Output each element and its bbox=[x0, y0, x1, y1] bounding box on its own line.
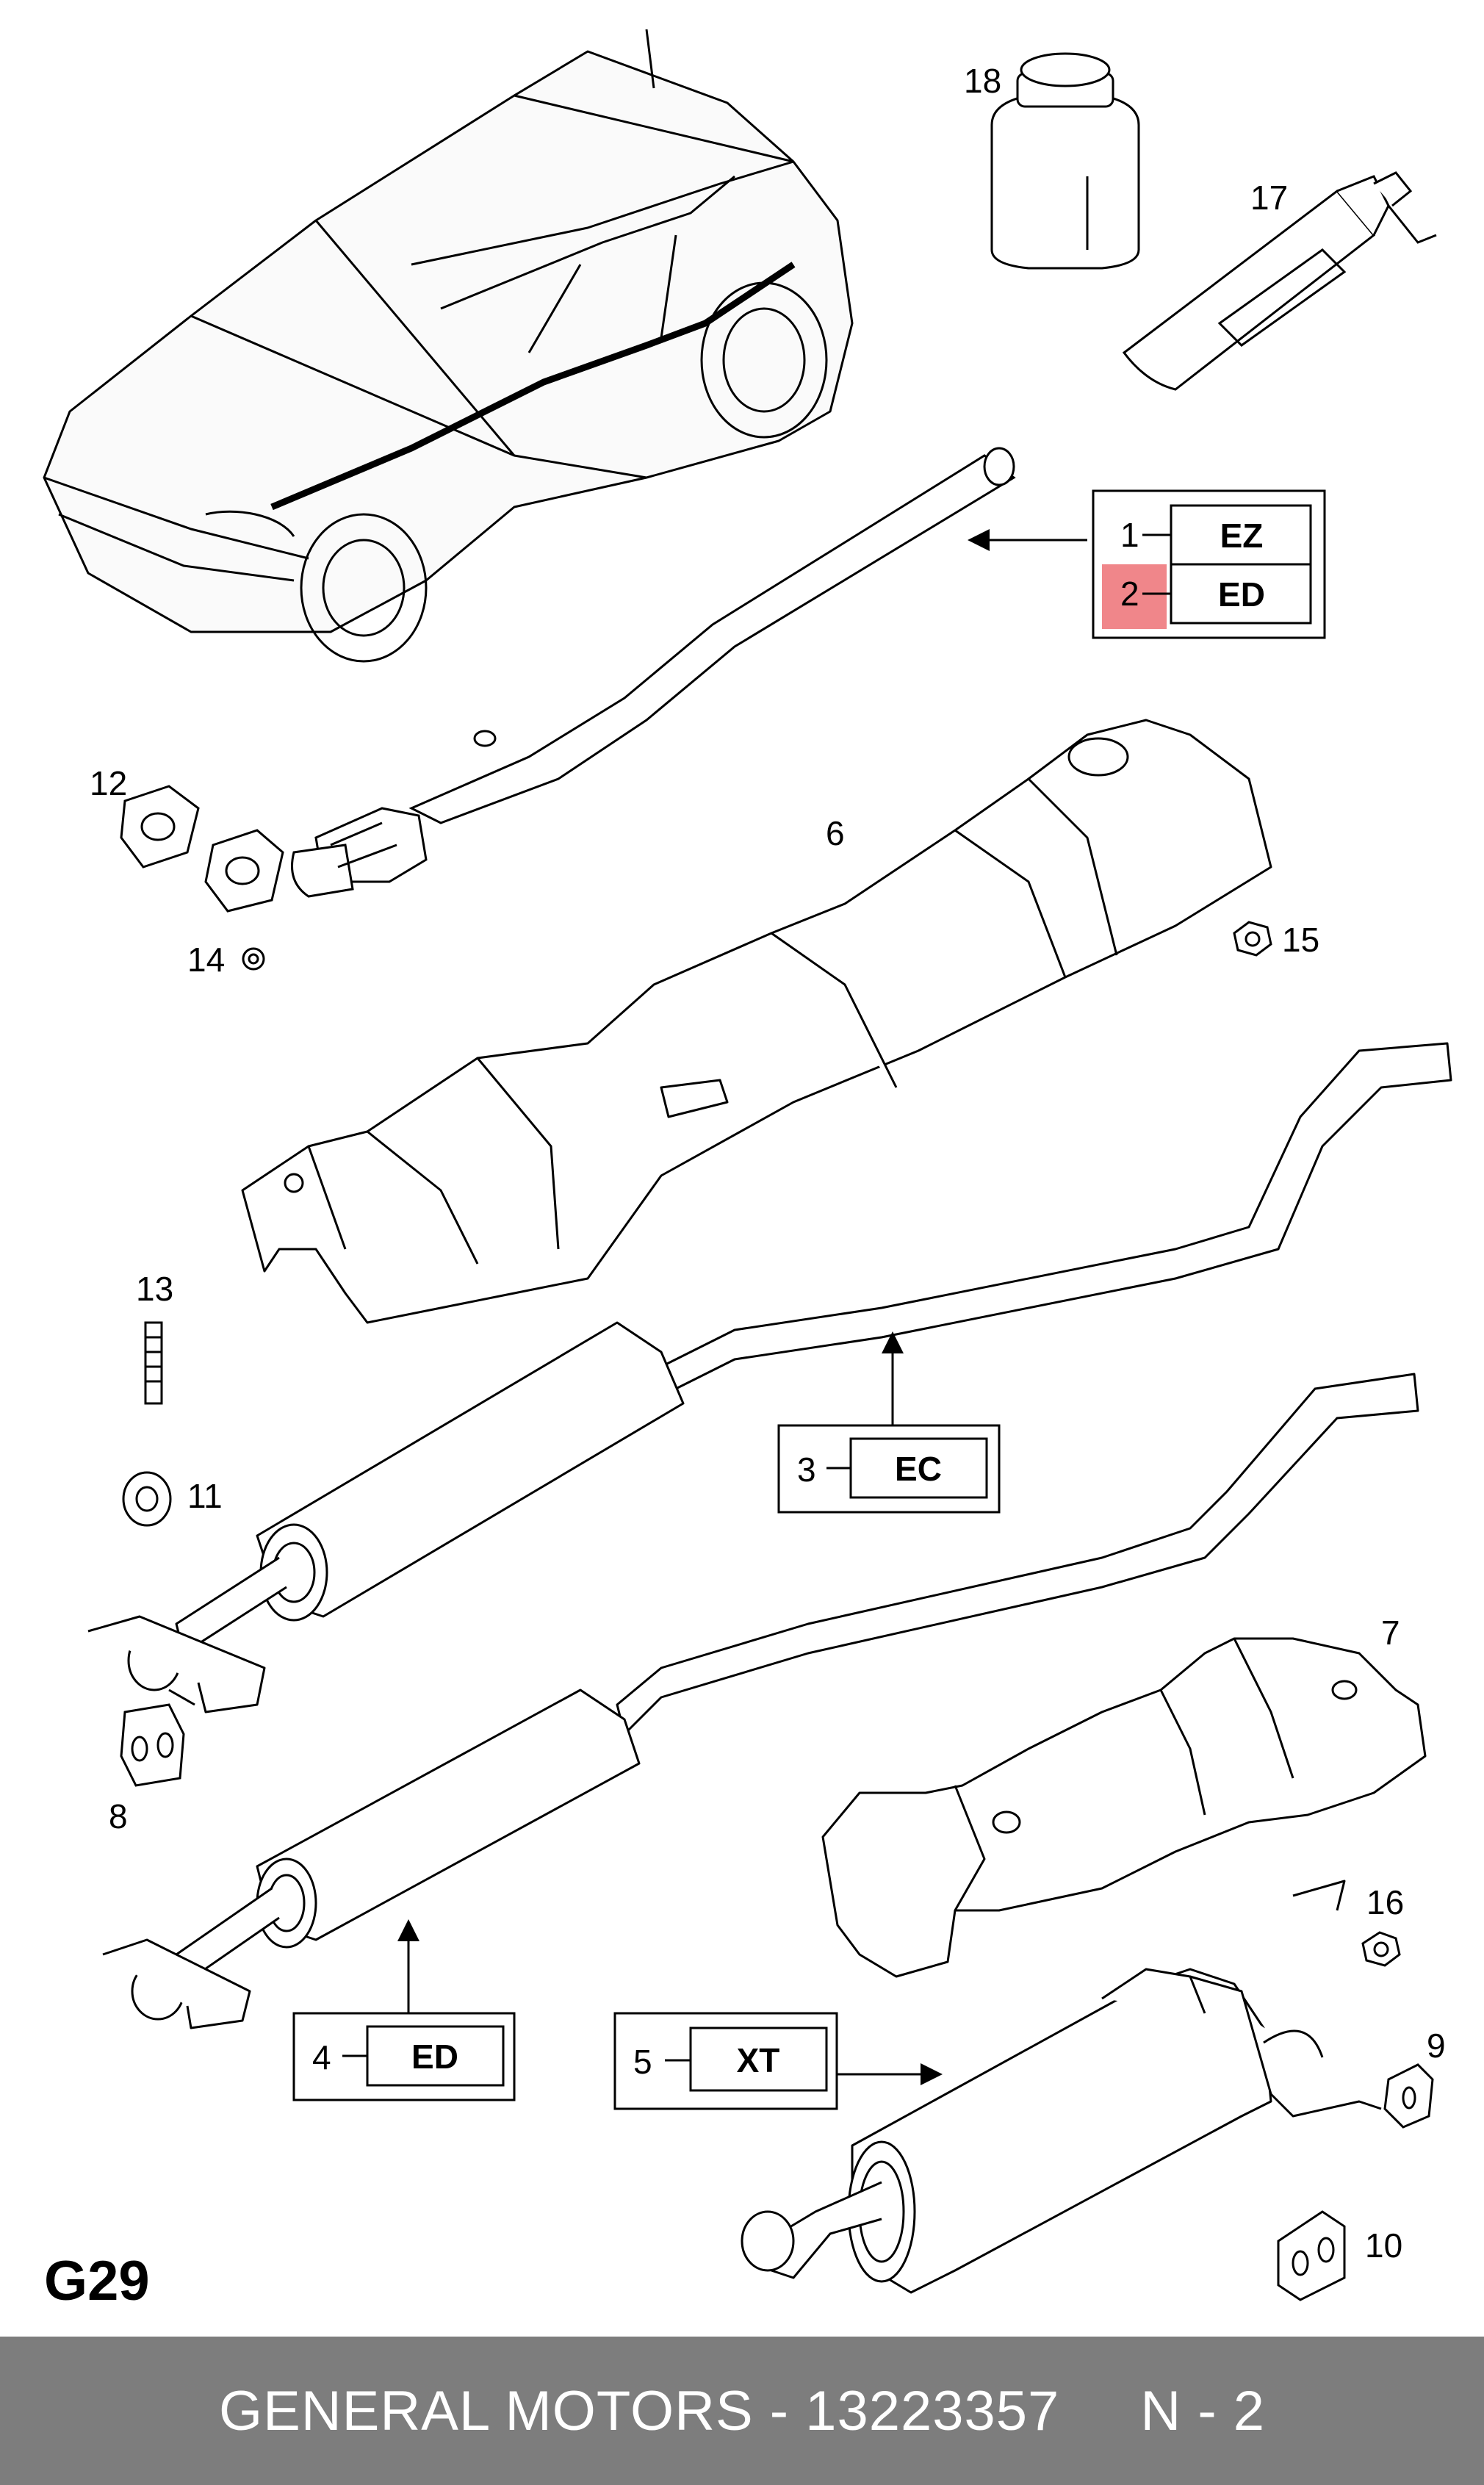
part-label-18: 18 bbox=[964, 62, 1001, 100]
part-label-10: 10 bbox=[1365, 2226, 1402, 2265]
callout-2-number: 2 bbox=[1120, 575, 1139, 613]
heat-shield-part-7 bbox=[821, 1637, 1427, 1978]
callout-5-code: XT bbox=[737, 2041, 780, 2079]
washer-part-11 bbox=[122, 1471, 172, 1527]
part-label-14: 14 bbox=[187, 941, 225, 979]
footer-bar: GENERAL MOTORS - 13223357 N - 2 bbox=[0, 2337, 1484, 2485]
rubber-hanger-part-8 bbox=[120, 1703, 185, 1787]
callout-2-code: ED bbox=[1218, 575, 1265, 614]
front-pipe-part-1-2 bbox=[291, 447, 1016, 898]
callout-5-number: 5 bbox=[633, 2043, 652, 2081]
car-illustration bbox=[43, 29, 854, 663]
part-label-17: 17 bbox=[1250, 179, 1288, 217]
callout-3-code: EC bbox=[895, 1450, 942, 1488]
part-label-15: 15 bbox=[1282, 921, 1319, 959]
footer-page-text: N - 2 bbox=[1140, 2379, 1266, 2442]
parts-diagram: 18 17 12 14 6 15 13 11 8 7 16 9 10 1 EZ … bbox=[43, 29, 1452, 2312]
callout-box-1-2: 1 EZ 2 ED bbox=[968, 489, 1326, 639]
page-code: G29 bbox=[44, 2250, 150, 2312]
nut-part-15 bbox=[1233, 921, 1272, 957]
tube-part-17 bbox=[1122, 171, 1437, 391]
part-label-13: 13 bbox=[136, 1270, 173, 1308]
callout-4-code: ED bbox=[411, 2038, 458, 2076]
callout-1-number: 1 bbox=[1120, 516, 1139, 554]
footer-brand-text: GENERAL MOTORS - 13223357 bbox=[218, 2379, 1060, 2442]
stud-part-13 bbox=[144, 1321, 163, 1405]
part-labels: 18 17 12 14 6 15 13 11 8 7 16 9 10 bbox=[90, 62, 1446, 2265]
heat-shield-part-6 bbox=[241, 719, 1272, 1324]
callout-4-number: 4 bbox=[312, 2038, 331, 2076]
part-label-16: 16 bbox=[1366, 1883, 1404, 1921]
rubber-hanger-part-10 bbox=[1277, 2210, 1346, 2301]
bottle-part-18 bbox=[990, 52, 1140, 270]
callout-box-3: 3 EC bbox=[777, 1331, 1001, 1514]
highlight-marker bbox=[1102, 564, 1167, 629]
center-pipe-part-4 bbox=[102, 1373, 1419, 2029]
callout-box-5: 5 XT bbox=[613, 2012, 943, 2110]
part-label-7: 7 bbox=[1381, 1614, 1400, 1652]
nut-part-16 bbox=[1361, 1931, 1401, 1967]
flange-part-14 bbox=[204, 829, 284, 971]
part-label-6: 6 bbox=[826, 814, 845, 852]
center-pipe-part-3 bbox=[87, 1042, 1452, 1713]
rear-muffler-part-5 bbox=[741, 1880, 1382, 2294]
callout-1-code: EZ bbox=[1220, 517, 1264, 555]
part-label-12: 12 bbox=[90, 764, 127, 802]
callout-box-4: 4 ED bbox=[292, 1919, 516, 2101]
part-label-11: 11 bbox=[187, 1477, 223, 1515]
gasket-part-12 bbox=[120, 785, 200, 869]
part-label-9: 9 bbox=[1427, 2027, 1446, 2065]
callout-3-number: 3 bbox=[797, 1450, 816, 1489]
rubber-hanger-part-9 bbox=[1383, 2063, 1434, 2129]
part-label-8: 8 bbox=[109, 1797, 128, 1835]
